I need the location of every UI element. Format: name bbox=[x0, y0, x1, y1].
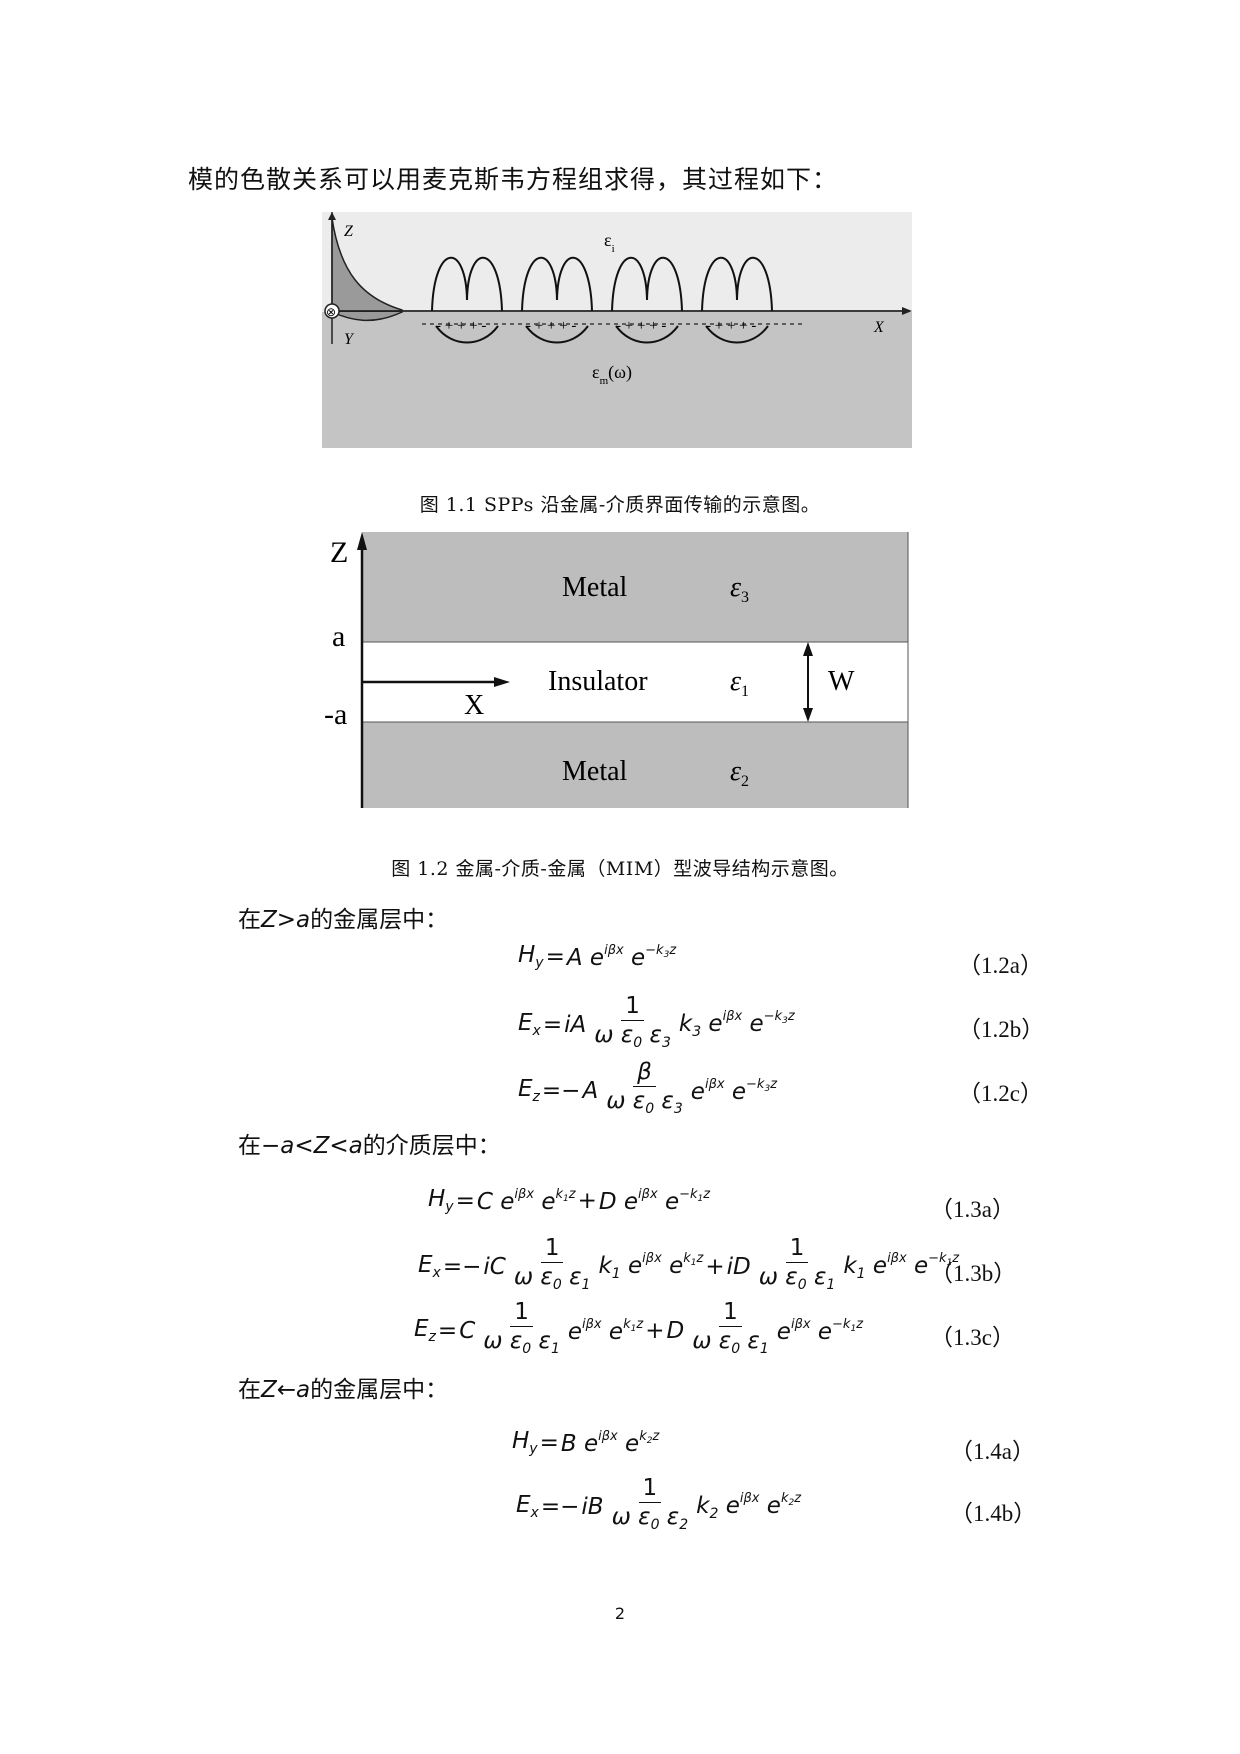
epsilon-2-label: ε2 bbox=[730, 756, 749, 790]
figure1-caption: 图 1.1 SPPs 沿金属-介质界面传输的示意图。 bbox=[419, 494, 821, 516]
field-loop bbox=[701, 256, 773, 312]
charge-loop bbox=[435, 325, 499, 344]
charge-loop bbox=[705, 325, 769, 344]
charge-label: - + + + - bbox=[526, 318, 576, 334]
x-axis-label: X bbox=[873, 319, 885, 336]
figure-mim-waveguide: Z a -a X Metal Insulator Metal ε3 ε1 ε2 … bbox=[324, 532, 909, 808]
epsilon-metal-label: εm(ω) bbox=[592, 362, 632, 387]
epsilon-1-label: ε1 bbox=[730, 666, 749, 700]
equation-number: （1.3b） bbox=[930, 1261, 1017, 1286]
equation-number: （1.4b） bbox=[950, 1501, 1037, 1526]
intro-text: 模的色散关系可以用麦克斯韦方程组求得，其过程如下： bbox=[188, 165, 839, 194]
x-axis-label-mim: X bbox=[464, 690, 484, 721]
equation-number: （1.3a） bbox=[930, 1197, 1015, 1222]
equation-number: （1.3c） bbox=[930, 1325, 1015, 1350]
z-axis-label: Z bbox=[344, 223, 354, 240]
section-context: 在−a<Z<a的介质层中： bbox=[238, 1133, 501, 1159]
charge-loop bbox=[525, 325, 589, 344]
equation-1-4a: Hy=B eiβx ek2z bbox=[512, 1428, 660, 1457]
y-axis-label: Y bbox=[344, 331, 355, 348]
epsilon-3-label: ε3 bbox=[730, 572, 749, 606]
charge-label: - + + + - bbox=[436, 318, 486, 334]
charge-label: - + + + - bbox=[616, 318, 666, 334]
z-axis-label-mim: Z bbox=[330, 536, 348, 569]
equation-number: （1.4a） bbox=[950, 1439, 1035, 1464]
a-positive-label: a bbox=[332, 620, 345, 653]
page-number: 2 bbox=[614, 1604, 626, 1623]
equation-1-3a: Hy=C eiβx ek1z+D eiβx e−k1z bbox=[428, 1186, 711, 1215]
equation-1-2a: Hy=A eiβx e−k3z bbox=[518, 942, 677, 971]
figure2-caption: 图 1.2 金属-介质-金属（MIM）型波导结构示意图。 bbox=[391, 858, 849, 880]
metal-top-label: Metal bbox=[562, 572, 628, 603]
a-negative-label: -a bbox=[324, 698, 347, 731]
equation-number: （1.2b） bbox=[958, 1017, 1045, 1042]
section-context: 在Z←a的金属层中： bbox=[238, 1377, 449, 1403]
field-loop bbox=[611, 256, 683, 312]
field-loop bbox=[431, 256, 503, 312]
metal-bottom-label: Metal bbox=[562, 756, 628, 787]
cross-symbol: ⊗ bbox=[326, 305, 336, 319]
figure-spp-interface: ⊗ Z Y X - + + + - - + + + - - + + + - - + +… bbox=[322, 212, 912, 448]
epsilon-dielectric-label: εi bbox=[604, 230, 615, 255]
equation-number: （1.2c） bbox=[958, 1081, 1043, 1106]
equation-number: （1.2a） bbox=[958, 953, 1043, 978]
width-label: W bbox=[828, 666, 855, 697]
insulator-label: Insulator bbox=[548, 666, 648, 697]
field-loop bbox=[521, 256, 593, 312]
section-context: 在Z>a的金属层中： bbox=[238, 907, 449, 933]
charge-label: - + + + - bbox=[706, 318, 756, 334]
charge-loop bbox=[615, 325, 679, 344]
